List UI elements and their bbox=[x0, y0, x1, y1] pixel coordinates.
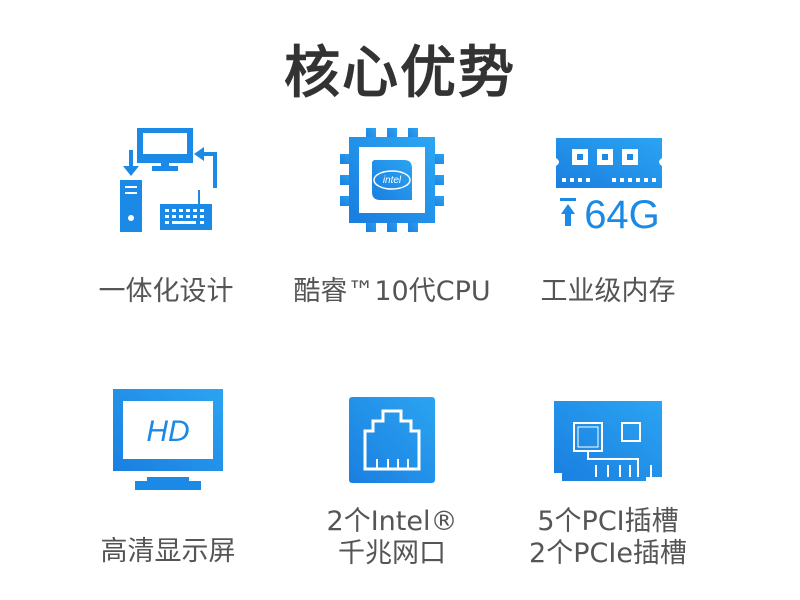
feature-label-expansion: 5个PCI插槽 2个PCIe插槽 bbox=[478, 506, 738, 570]
page-title: 核心优势 bbox=[284, 41, 516, 106]
memory-size-text: 64G bbox=[584, 193, 660, 232]
expansion-card-icon bbox=[554, 401, 662, 481]
feature-label-memory: 工业级内存 bbox=[540, 276, 676, 307]
feature-label-cpu: 酷睿™10代CPU bbox=[293, 276, 491, 307]
expansion-label-line2: 2个PCIe插槽 bbox=[529, 538, 687, 569]
ethernet-port-icon bbox=[349, 397, 435, 483]
ethernet-label-line2: 千兆网口 bbox=[338, 538, 446, 569]
intel-logo-text: intel bbox=[383, 175, 402, 186]
hd-monitor-icon: HD bbox=[113, 389, 223, 491]
feature-label-ethernet: 2个Intel® 千兆网口 bbox=[262, 506, 522, 570]
expansion-label-line1: 5个PCI插槽 bbox=[537, 506, 679, 537]
feature-label-all-in-one: 一体化设计 bbox=[98, 276, 234, 307]
ethernet-label-line1: 2个Intel® bbox=[326, 506, 458, 537]
intel-cpu-chip-icon: intel bbox=[340, 128, 444, 232]
memory-ram-icon: 64G bbox=[554, 136, 666, 232]
all-in-one-computer-icon bbox=[118, 128, 224, 232]
hd-text: HD bbox=[146, 415, 189, 448]
feature-label-display: 高清显示屏 bbox=[100, 536, 236, 567]
